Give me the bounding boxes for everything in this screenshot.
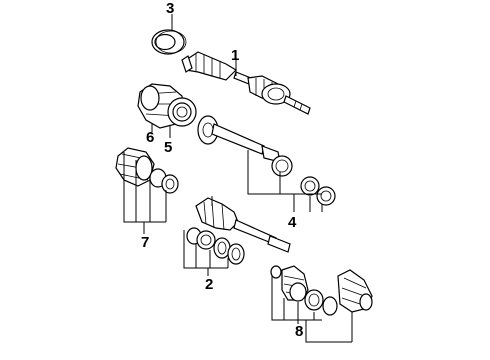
callout-4[interactable]: 4 <box>288 214 297 231</box>
boot-part-2d[interactable] <box>227 243 245 265</box>
bearing-ring-part-4a[interactable] <box>300 176 320 196</box>
axle-shaft-part-4[interactable] <box>197 115 293 177</box>
callout-2[interactable]: 2 <box>205 276 213 293</box>
callout-5[interactable]: 5 <box>164 139 172 156</box>
boot-part-2b[interactable] <box>196 230 216 250</box>
callout-7[interactable]: 7 <box>141 234 149 251</box>
boot-kit-part-8[interactable] <box>270 265 373 316</box>
boot-kit-part-7[interactable] <box>115 147 179 194</box>
seal-ring-part-3[interactable] <box>151 29 187 55</box>
seal-ring-part-5[interactable] <box>167 97 197 127</box>
callout-6[interactable]: 6 <box>146 129 154 146</box>
bearing-ring-part-4b[interactable] <box>316 186 336 206</box>
half-shaft-part-2[interactable] <box>195 197 291 253</box>
leader-line-7-bracket <box>123 152 166 223</box>
leader-line-4-bracket <box>247 150 322 195</box>
leader-line-8e <box>305 320 352 343</box>
drive-axle-part-1[interactable] <box>181 51 311 115</box>
leader-line-2-bracket <box>183 230 228 269</box>
leader-line-8-bracket <box>271 276 322 321</box>
callout-8[interactable]: 8 <box>295 323 303 340</box>
callout-1[interactable]: 1 <box>231 47 239 64</box>
callout-3[interactable]: 3 <box>166 0 174 17</box>
